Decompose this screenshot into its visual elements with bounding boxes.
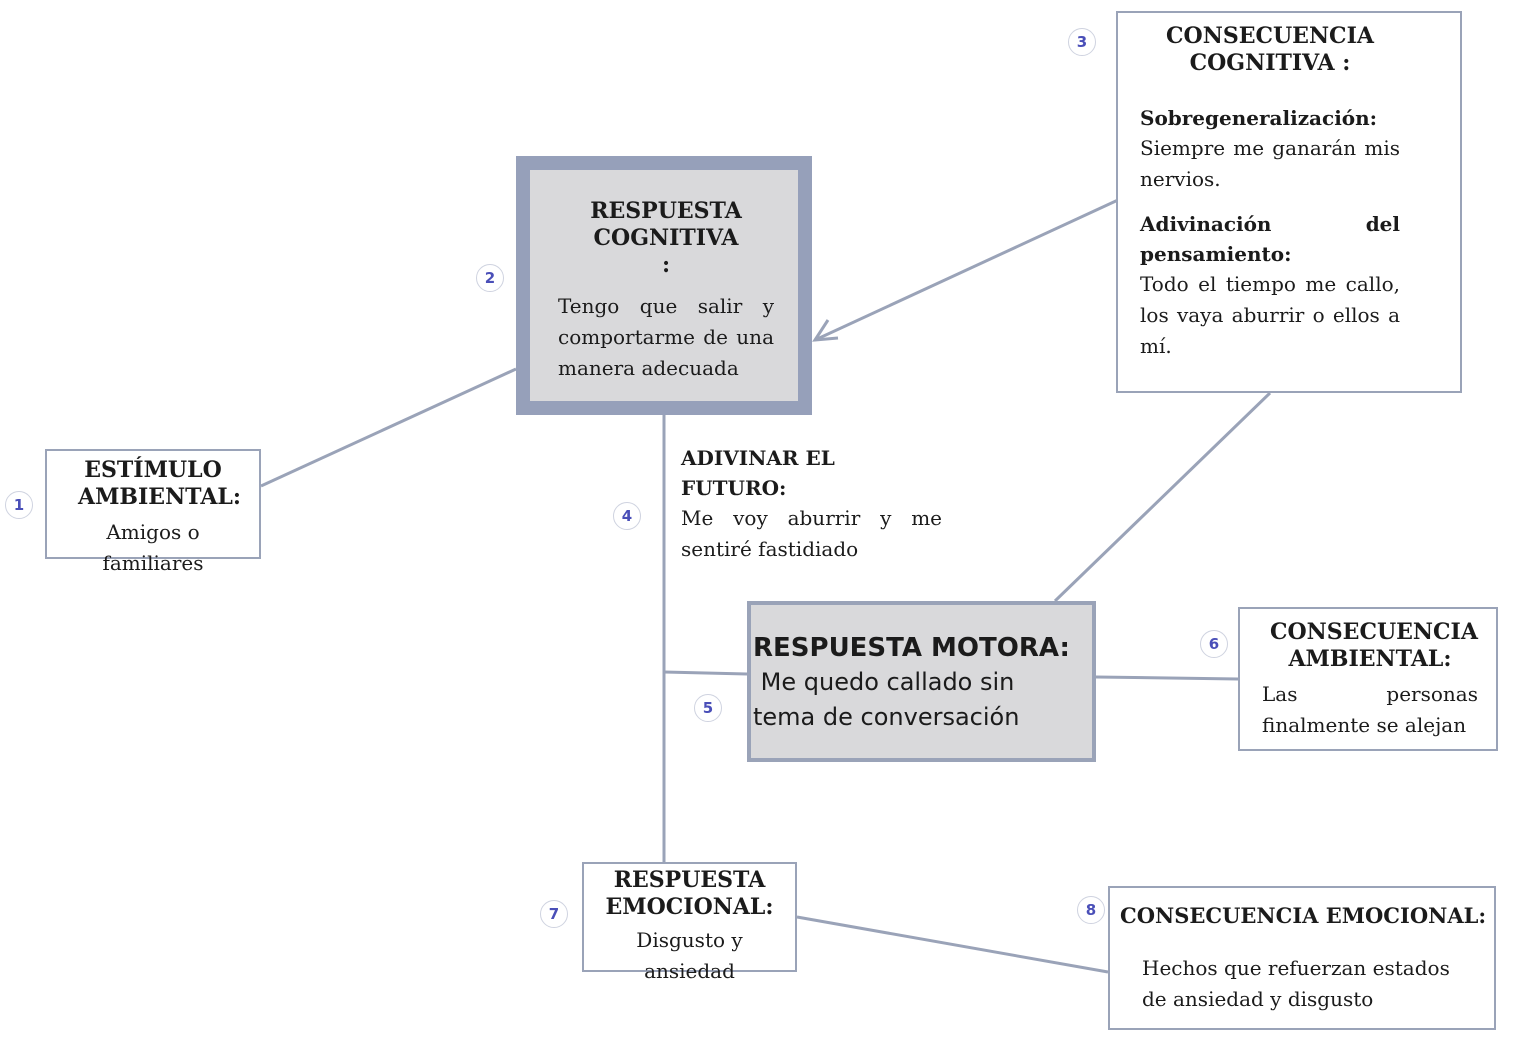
link-estimulo-respuesta-cognitiva bbox=[260, 367, 517, 488]
respuesta-emocional-box: RESPUESTA EMOCIONAL: Disgusto y ansiedad bbox=[582, 862, 797, 983]
badge-7: 7 bbox=[540, 900, 568, 928]
adivinacion-heading: Adivinación del pensamiento: bbox=[1140, 212, 1400, 266]
consecuencia-emocional-text: Hechos que refuerzan estados de ansiedad… bbox=[1142, 956, 1450, 1011]
badge-5: 5 bbox=[694, 694, 722, 722]
respuesta-motora-text: Me quedo callado sin tema de conversació… bbox=[753, 668, 1023, 731]
badge-2: 2 bbox=[476, 264, 504, 292]
adivinar-text: Me voy aburrir y me sentiré fastidiado bbox=[681, 506, 942, 561]
consecuencia-emocional-title: CONSECUENCIA EMOCIONAL: bbox=[1120, 903, 1487, 928]
badge-1: 1 bbox=[5, 491, 33, 519]
consecuencia-ambiental-box: CONSECUENCIA AMBIENTAL: Las personas fin… bbox=[1238, 607, 1498, 751]
adivinar-heading: ADIVINAR EL FUTURO: bbox=[681, 446, 835, 500]
respuesta-motora-box: RESPUESTA MOTORA: Me quedo callado sin t… bbox=[747, 601, 1096, 762]
consecuencia-cognitiva-box: CONSECUENCIA COGNITIVA : Sobregeneraliza… bbox=[1116, 11, 1462, 393]
consecuencia-ambiental-text: Las personas finalmente se alejan bbox=[1262, 682, 1478, 737]
estimulo-text: Amigos o familiares bbox=[102, 520, 204, 575]
respuesta-emocional-title: RESPUESTA EMOCIONAL: bbox=[605, 867, 774, 920]
respuesta-cognitiva-box: RESPUESTA COGNITIVA : Tengo que salir y … bbox=[516, 156, 812, 415]
consecuencia-cognitiva-title: CONSECUENCIA COGNITIVA : bbox=[1166, 23, 1374, 76]
badge-6: 6 bbox=[1200, 630, 1228, 658]
link-motora-consecuencia-cognitiva bbox=[1053, 391, 1272, 603]
sobregeneralizacion-text: Siempre me ganarán mis nervios. bbox=[1140, 136, 1400, 191]
respuesta-motora-title: RESPUESTA MOTORA: bbox=[753, 633, 1070, 663]
consecuencia-emocional-box: CONSECUENCIA EMOCIONAL: Hechos que refue… bbox=[1108, 886, 1496, 1030]
link-to-motora bbox=[663, 670, 748, 676]
badge-4: 4 bbox=[613, 502, 641, 530]
estimulo-title: ESTÍMULO AMBIENTAL: bbox=[78, 457, 242, 510]
arrowhead-icon bbox=[812, 319, 839, 342]
link-motora-consecuencia-ambiental bbox=[1095, 675, 1239, 681]
consecuencia-ambiental-title: CONSECUENCIA AMBIENTAL: bbox=[1270, 619, 1478, 672]
link-consecuencia-cognitiva-arrow bbox=[814, 198, 1119, 342]
respuesta-cognitiva-text: Tengo que salir y comportarme de una man… bbox=[558, 294, 774, 380]
adivinacion-text: Todo el tiempo me callo, los vaya aburri… bbox=[1140, 272, 1400, 358]
badge-8: 8 bbox=[1077, 896, 1105, 924]
link-emocional-consecuencia-emocional bbox=[796, 915, 1109, 974]
adivinar-futuro-note: ADIVINAR EL FUTURO: Me voy aburrir y me … bbox=[681, 443, 942, 565]
sobregeneralizacion-heading: Sobregeneralización: bbox=[1140, 106, 1378, 130]
badge-3: 3 bbox=[1068, 28, 1096, 56]
respuesta-emocional-text: Disgusto y ansiedad bbox=[636, 928, 743, 983]
respuesta-cognitiva-title: RESPUESTA COGNITIVA : bbox=[590, 198, 742, 278]
estimulo-ambiental-box: ESTÍMULO AMBIENTAL: Amigos o familiares bbox=[45, 449, 261, 575]
